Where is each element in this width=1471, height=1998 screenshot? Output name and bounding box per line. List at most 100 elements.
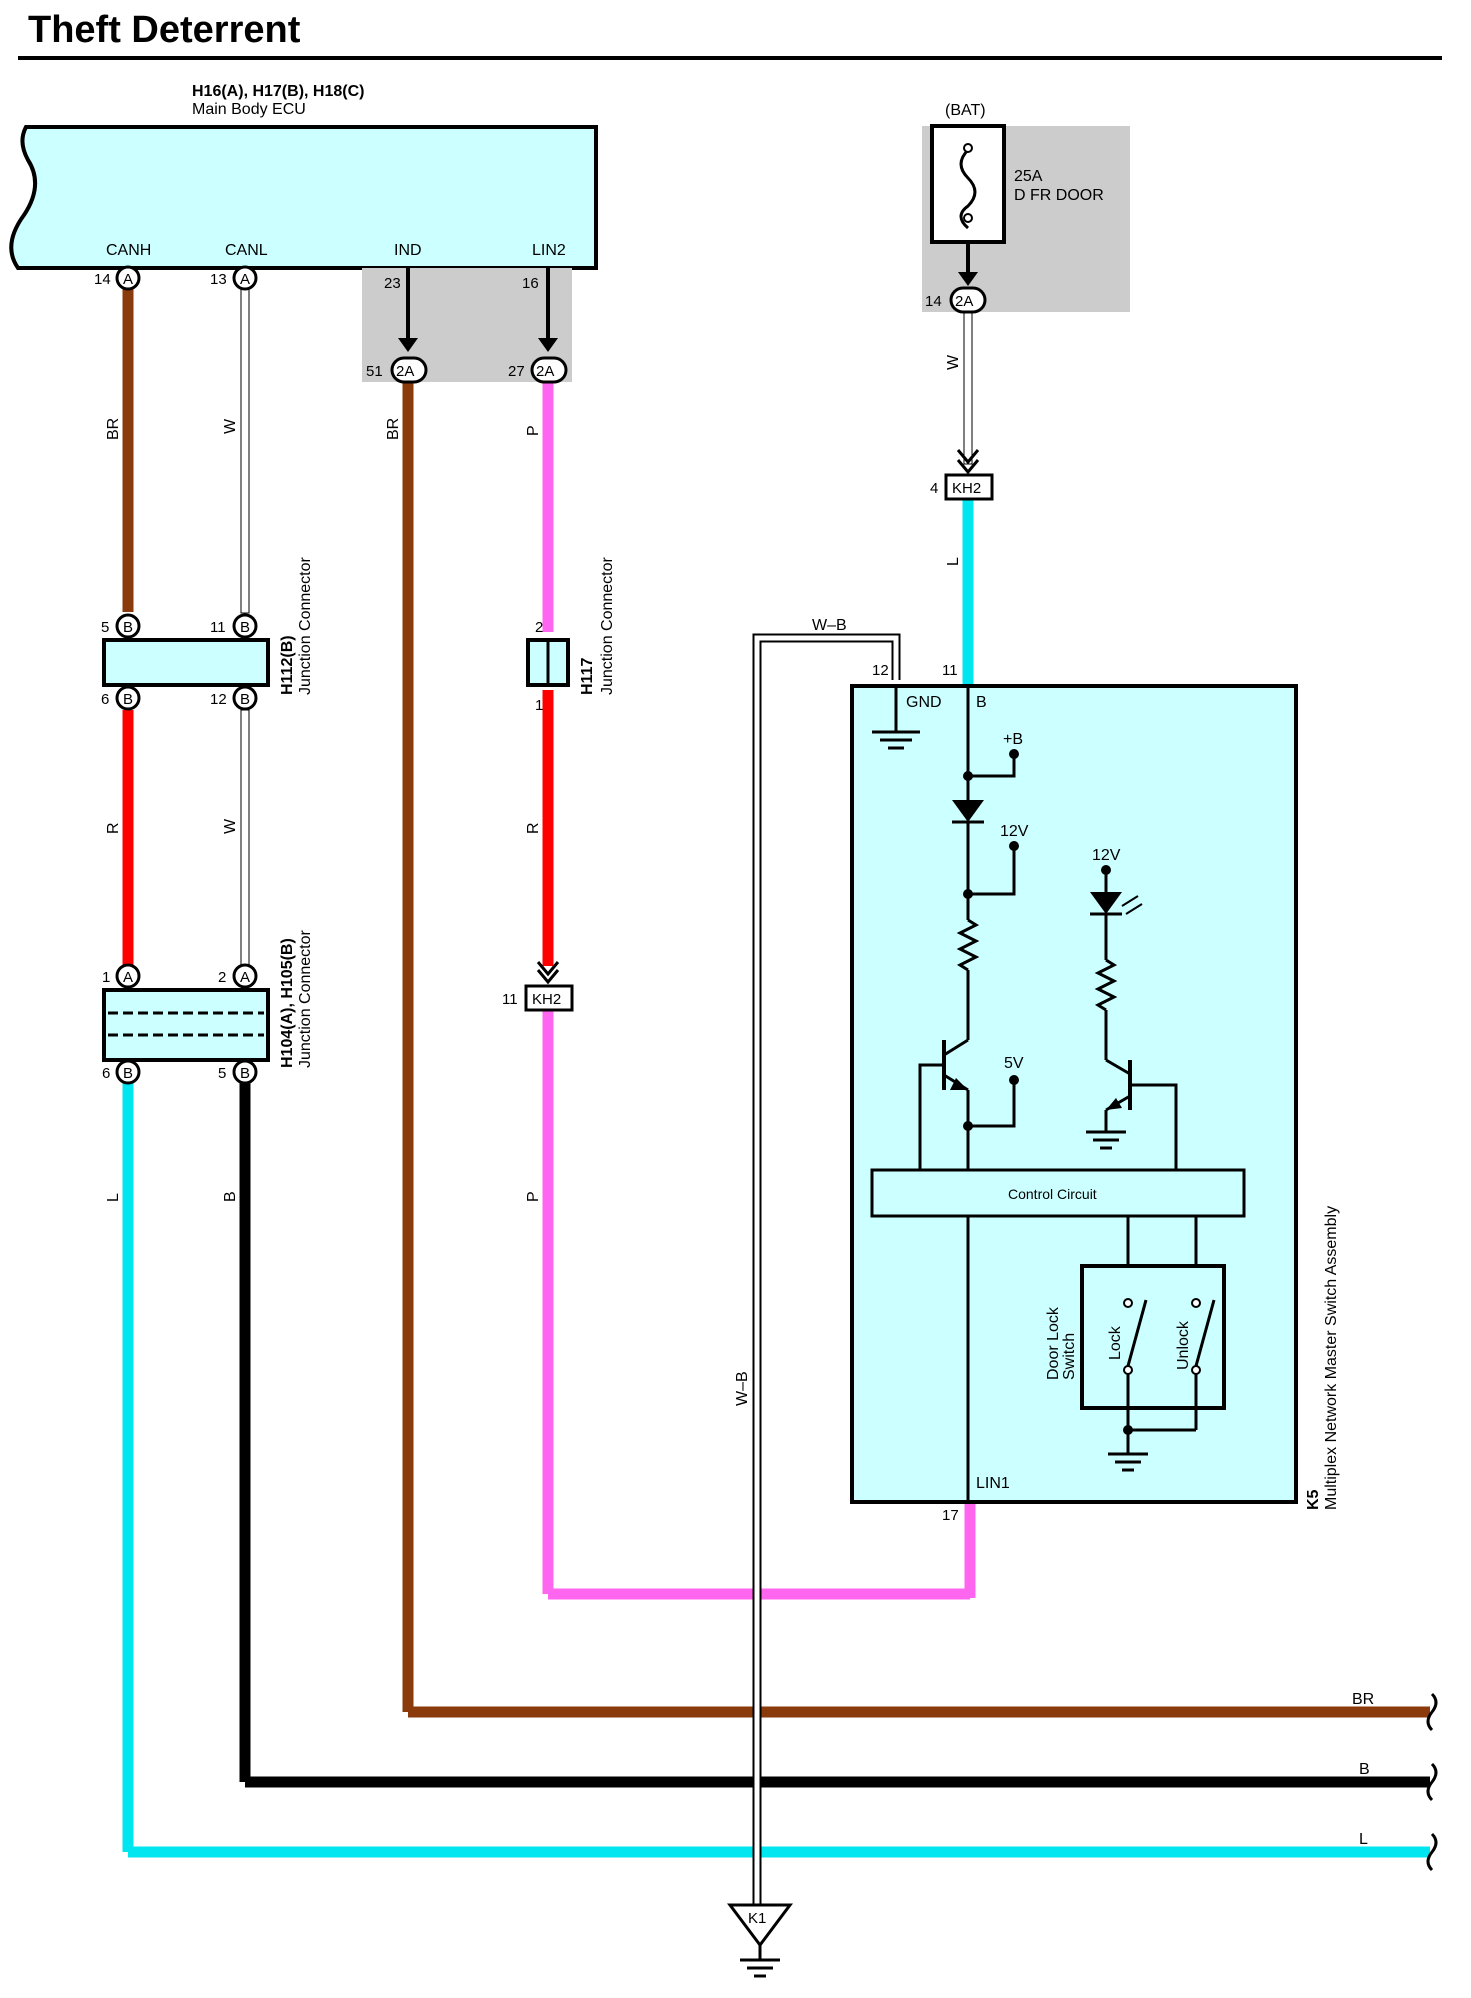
- svg-text:B: B: [240, 1065, 250, 1082]
- jc-h117-pin-top: 2: [535, 619, 543, 636]
- fuse-source: (BAT): [945, 102, 986, 119]
- svg-text:A: A: [123, 271, 133, 288]
- transistor-2-arrow: [1106, 1098, 1122, 1110]
- door-lock-switch-label-2: Switch: [1061, 1333, 1078, 1380]
- switch-gnd-pin: 12: [872, 662, 889, 679]
- kh2-mid-connector: KH2 11: [502, 984, 574, 1012]
- wire-label-ground-vert: W–B: [734, 1371, 751, 1406]
- plusb-node: [1009, 749, 1019, 759]
- svg-text:27: 27: [508, 363, 525, 380]
- svg-text:2A: 2A: [396, 363, 414, 380]
- v5-label: 5V: [1004, 1055, 1024, 1072]
- svg-text:11: 11: [502, 991, 518, 1008]
- jc-h112-id: H112(B): [279, 635, 296, 695]
- svg-text:12: 12: [210, 691, 227, 708]
- control-circuit-box: [870, 1168, 1246, 1218]
- svg-text:2: 2: [218, 969, 226, 986]
- switch-gnd-label: GND: [906, 694, 942, 711]
- svg-text:2A: 2A: [536, 363, 554, 380]
- ecu-name: Main Body ECU: [192, 101, 306, 118]
- kh2-top-chevron-1: [956, 449, 980, 465]
- plusb-lead: [968, 756, 1016, 778]
- wire-end-b: [1426, 1762, 1438, 1802]
- led-icon: [1090, 892, 1122, 914]
- kh2-top-connector: KH2 4: [930, 473, 994, 501]
- ecu-terminal-ind: IND: [394, 242, 422, 259]
- wire-end-br: [1426, 1692, 1438, 1732]
- door-lock-switch-label-1: Door Lock: [1045, 1306, 1062, 1380]
- plusb-label: +B: [1003, 731, 1023, 748]
- fuse-node-top: [963, 143, 973, 153]
- wire-label-fuse-out: W: [945, 354, 962, 370]
- lin1-pin: 17: [942, 1507, 959, 1524]
- svg-text:51: 51: [366, 363, 383, 380]
- ecu-terminal-canl: CANL: [225, 242, 268, 259]
- svg-text:KH2: KH2: [952, 480, 981, 497]
- wire-label-canh-bot: L: [105, 1193, 122, 1202]
- switch-b-label: B: [976, 694, 987, 711]
- door-lock-switch-box: [1080, 1264, 1226, 1410]
- wire-label-lin-top: P: [525, 425, 542, 436]
- svg-text:B: B: [123, 619, 133, 636]
- svg-text:4: 4: [930, 480, 938, 497]
- lin1-label: LIN1: [976, 1475, 1010, 1492]
- transistor-1-collector: [943, 1038, 969, 1057]
- ecu-pin-canl: A 13: [210, 265, 258, 291]
- jc-h105-name: Junction Connector: [297, 929, 314, 1068]
- v12a-label: 12V: [1000, 823, 1029, 840]
- wire-label-canl-top: W: [222, 418, 239, 434]
- ground-point-label: K1: [748, 1910, 766, 1927]
- wire-canl-w-top: [240, 287, 250, 614]
- resistor-1-icon: [956, 918, 980, 972]
- svg-text:5: 5: [101, 619, 109, 636]
- wire-canl-w-mid: [240, 709, 250, 968]
- lin2-2a-connector: 2A 27: [508, 356, 568, 384]
- fuse-element: [959, 148, 977, 230]
- jc-h105-box: [102, 988, 270, 1062]
- wire-end-l: [1426, 1832, 1438, 1872]
- page-title: Theft Deterrent: [28, 9, 301, 51]
- wire-label-canh-top: BR: [105, 418, 122, 440]
- wire-label-out-br: BR: [1352, 1691, 1374, 1708]
- wire-label-ground-top: W–B: [812, 617, 847, 634]
- unlock-switch-arm: [1194, 1299, 1216, 1367]
- ecu-pin-lin2: 16: [522, 275, 539, 292]
- v12a-lead: [968, 848, 1016, 896]
- switch-assembly-name: Multiplex Network Master Switch Assembly: [1323, 1206, 1340, 1510]
- lock-label: Lock: [1107, 1325, 1124, 1360]
- wire-label-canh-mid: R: [105, 822, 122, 834]
- jc-h112-name: Junction Connector: [297, 556, 314, 695]
- svg-text:6: 6: [101, 691, 109, 708]
- kh2-mid-chevron-2: [536, 969, 560, 985]
- ecu-connector-id: H16(A), H17(B), H18(C): [192, 83, 364, 100]
- led-ray-2: [1125, 903, 1143, 915]
- v12a-node: [1009, 841, 1019, 851]
- ecu-terminal-canh: CANH: [106, 242, 151, 259]
- svg-text:14: 14: [94, 271, 111, 288]
- svg-text:KH2: KH2: [532, 991, 561, 1008]
- jc-h112-box: [102, 638, 270, 687]
- v5-lead: [968, 1082, 1016, 1128]
- wire-label-out-l: L: [1359, 1831, 1368, 1848]
- ecu-terminal-lin2: LIN2: [532, 242, 566, 259]
- wire-label-canl-mid: W: [222, 818, 239, 834]
- svg-text:11: 11: [210, 619, 226, 636]
- control-circuit-label: Control Circuit: [1008, 1186, 1097, 1202]
- lock-contact-top: [1123, 1298, 1133, 1308]
- fuse-rating: 25A: [1014, 168, 1043, 185]
- svg-text:1: 1: [102, 969, 110, 986]
- svg-text:A: A: [240, 271, 250, 288]
- v12b-label: 12V: [1092, 847, 1121, 864]
- svg-text:6: 6: [102, 1065, 110, 1082]
- lock-contact-bot: [1123, 1365, 1133, 1375]
- switch-assembly-id: K5: [1305, 1489, 1322, 1510]
- ind-2a-connector: 2A 51: [366, 356, 428, 384]
- led-ray-1: [1121, 895, 1139, 907]
- wire-label-lin-mid: R: [525, 822, 542, 834]
- svg-text:B: B: [240, 619, 250, 636]
- lock-switch-arm: [1126, 1299, 1148, 1367]
- svg-text:2A: 2A: [955, 293, 973, 310]
- svg-text:13: 13: [210, 271, 227, 288]
- unlock-contact-top: [1191, 1298, 1201, 1308]
- unlock-label: Unlock: [1175, 1320, 1192, 1370]
